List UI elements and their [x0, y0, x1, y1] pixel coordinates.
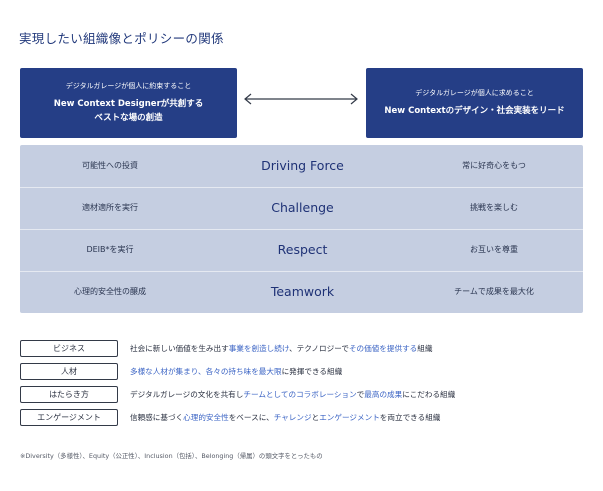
- desc-highlight: 事業を創造し続け: [228, 344, 290, 353]
- values-row-value: Driving Force: [261, 158, 344, 173]
- desc-text: にこだわる組織: [402, 390, 456, 399]
- values-row: 可能性への投資 Driving Force 常に好奇心をもつ: [20, 145, 583, 187]
- values-row-value: Teamwork: [270, 284, 335, 299]
- values-row-promise: 適材適所を実行: [82, 203, 138, 212]
- desc-text: 信頼感に基づく: [130, 413, 184, 422]
- category-description-business: 社会に新しい価値を生み出す事業を創造し続け、テクノロジーでその価値を提供する組織: [130, 340, 432, 357]
- page-title: 実現したい組織像とポリシーの関係: [19, 31, 224, 46]
- desc-text: と: [311, 413, 320, 422]
- values-row-value: Respect: [277, 242, 328, 257]
- desc-text: をベースに、: [228, 413, 274, 422]
- footnote: ※Diversity（多様性）、Equity（公正性）、Inclusion（包括…: [20, 452, 323, 460]
- expectation-box-subtitle: デジタルガレージが個人に求めること: [415, 89, 534, 97]
- category-label-talent: 人材: [20, 363, 118, 380]
- category-description-workstyle: デジタルガレージの文化を共有しチームとしてのコラボレーションで最高の成果にこだわ…: [130, 386, 455, 403]
- category-label-engagement: エンゲージメント: [20, 409, 118, 426]
- promise-box-line-2: ベストな場の創造: [94, 113, 163, 123]
- values-row-expectation: お互いを尊重: [470, 245, 518, 254]
- desc-text: デジタルガレージの文化を共有し: [130, 390, 244, 399]
- values-row-expectation: チームで成果を最大化: [454, 287, 534, 296]
- desc-highlight: その価値を提供する: [348, 344, 418, 353]
- values-row-promise: 心理的安全性の醸成: [74, 287, 146, 296]
- desc-highlight: 多様な人材が集まり、各々の持ち味を最大限: [130, 367, 282, 376]
- values-row-promise: DEIB*を実行: [86, 245, 134, 254]
- double-arrow-icon: [244, 93, 358, 105]
- values-row: 心理的安全性の醸成 Teamwork チームで成果を最大化: [20, 271, 583, 313]
- values-row-expectation: 常に好奇心をもつ: [462, 161, 526, 170]
- values-row: 適材適所を実行 Challenge 挑戦を楽しむ: [20, 187, 583, 229]
- row-divider: [20, 187, 583, 188]
- desc-highlight: 最高の成果: [364, 390, 403, 399]
- expectation-box: デジタルガレージが個人に求めること New Contextのデザイン・社会実装を…: [366, 68, 583, 138]
- category-description-talent: 多様な人材が集まり、各々の持ち味を最大限に発揮できる組織: [130, 363, 342, 380]
- expectation-box-line-1: New Contextのデザイン・社会実装をリード: [384, 106, 565, 116]
- desc-highlight: エンゲージメント: [319, 413, 380, 422]
- desc-text: 組織: [417, 344, 433, 353]
- row-divider: [20, 229, 583, 230]
- desc-text: 、テクノロジーで: [289, 344, 349, 353]
- desc-highlight: チャレンジ: [273, 413, 312, 422]
- desc-highlight: チームとしてのコラボレーション: [243, 390, 357, 399]
- category-label-workstyle: はたらき方: [20, 386, 118, 403]
- desc-text: を両立できる組織: [379, 413, 441, 422]
- desc-text: に発揮できる組織: [281, 367, 343, 376]
- row-divider: [20, 271, 583, 272]
- promise-box-line-1: New Context Designerが共創する: [53, 99, 204, 109]
- desc-highlight: 心理的安全性: [183, 413, 229, 422]
- values-row-value: Challenge: [271, 200, 334, 215]
- promise-box: デジタルガレージが個人に約束すること New Context Designerが…: [20, 68, 237, 138]
- values-table: 可能性への投資 Driving Force 常に好奇心をもつ 適材適所を実行 C…: [20, 145, 583, 313]
- category-label-business: ビジネス: [20, 340, 118, 357]
- promise-box-subtitle: デジタルガレージが個人に約束すること: [65, 82, 192, 90]
- category-description-engagement: 信頼感に基づく心理的安全性をベースに、チャレンジとエンゲージメントを両立できる組…: [130, 409, 440, 426]
- values-row-promise: 可能性への投資: [82, 161, 138, 170]
- values-row-expectation: 挑戦を楽しむ: [470, 203, 518, 212]
- values-row: DEIB*を実行 Respect お互いを尊重: [20, 229, 583, 271]
- desc-text: 社会に新しい価値を生み出す: [130, 344, 229, 353]
- desc-text: で: [356, 390, 365, 399]
